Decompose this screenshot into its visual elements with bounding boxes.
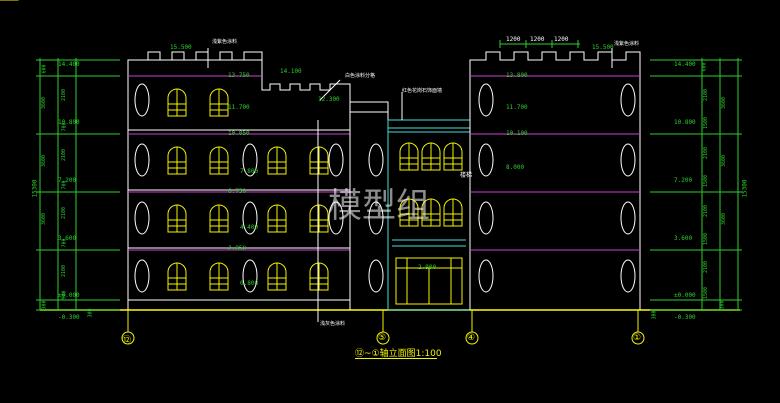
dimension-lines-left bbox=[36, 58, 120, 311]
elev-right-inner-1: 15.500 bbox=[592, 44, 614, 51]
note-leaders bbox=[207, 48, 613, 322]
floor-lines-right bbox=[470, 75, 640, 251]
elev-inner-11: 0.800 bbox=[240, 280, 259, 287]
elev-right-4: 3.600 bbox=[674, 235, 693, 242]
dim-right-inner-7: 1500 bbox=[703, 232, 710, 246]
dim-left-inner-8: 900 bbox=[61, 290, 68, 300]
dim-top-1: 1200 bbox=[506, 36, 521, 43]
elev-inner-9: 4.400 bbox=[240, 224, 259, 231]
dim-left-outer-1: 600 bbox=[41, 64, 48, 74]
left-block bbox=[127, 51, 351, 310]
elev-left-1: 14.400 bbox=[58, 61, 80, 68]
elev-inner-2: 13.750 bbox=[228, 72, 250, 79]
watermark: 模型组 bbox=[328, 186, 430, 226]
elev-right-1: 14.400 bbox=[674, 61, 696, 68]
elev-inner-4: 11.700 bbox=[228, 104, 250, 111]
note-mid-center: 红色花岗石饰面墙 bbox=[402, 88, 443, 94]
note-bottom: 浅灰色涂料 bbox=[320, 321, 346, 327]
entrance-door bbox=[395, 257, 463, 305]
dim-left-inner-9: 300 bbox=[87, 308, 94, 318]
elev-left-6: -0.300 bbox=[58, 314, 80, 321]
dimension-lines-right bbox=[650, 58, 742, 311]
note-top-left: 浅紫色涂料 bbox=[212, 39, 238, 45]
axis-4: ④ bbox=[467, 333, 476, 343]
dim-left-inner-3: 2100 bbox=[61, 148, 68, 162]
dimension-lines-top bbox=[499, 40, 580, 48]
dim-right-inner-1: 600 bbox=[701, 62, 708, 72]
dim-right-outer-2: 3600 bbox=[721, 154, 728, 168]
dim-left-inner-2: 700 bbox=[61, 122, 68, 132]
axis-markers bbox=[121, 310, 645, 345]
dim-left-inner-6: 700 bbox=[61, 238, 68, 248]
title-underline bbox=[355, 358, 437, 359]
elev-left-3: 7.200 bbox=[58, 177, 77, 184]
axis-12: ⑫ bbox=[122, 336, 132, 346]
axis-5: ⑤ bbox=[378, 333, 387, 343]
dim-right-inner-2: 2100 bbox=[703, 88, 710, 102]
dim-right-inner-10: 300 bbox=[651, 310, 658, 320]
ellipse-ornaments bbox=[134, 83, 636, 293]
dim-left-inner-1: 2100 bbox=[61, 88, 68, 102]
dim-right-inner-6: 2100 bbox=[703, 204, 710, 218]
elev-left-5: ±0.000 bbox=[58, 292, 80, 299]
dim-right-inner-9: 1500 bbox=[703, 286, 710, 300]
elev-inner-6: 10.050 bbox=[228, 130, 250, 137]
elev-inner-5: 12.300 bbox=[318, 96, 340, 103]
dim-top-2: 1200 bbox=[530, 36, 545, 43]
elev-inner-1: 15.500 bbox=[170, 44, 192, 51]
dim-right-inner-8: 2100 bbox=[703, 260, 710, 274]
dim-left-outer-3: 3600 bbox=[41, 154, 48, 168]
elev-right-2: 10.800 bbox=[674, 119, 696, 126]
dim-left-inner-5: 2100 bbox=[61, 206, 68, 220]
note-mid-left: 白色涂料分格 bbox=[345, 73, 376, 79]
dim-left-inner-4: 700 bbox=[61, 180, 68, 190]
dim-left-outer-5: 300 bbox=[41, 300, 48, 310]
elev-inner-8: 6.750 bbox=[228, 188, 247, 195]
floor-lines-left bbox=[128, 75, 350, 251]
dim-right-outer-4: 300 bbox=[719, 300, 726, 310]
drawing-title: ⑫~①轴立面图1:100 bbox=[355, 349, 442, 359]
elev-right-3: 7.200 bbox=[674, 177, 693, 184]
dim-top-3: 1200 bbox=[554, 36, 569, 43]
dim-right-outer-1: 3600 bbox=[721, 96, 728, 110]
elev-right-inner-2: 13.800 bbox=[506, 72, 528, 79]
elev-left-2: 10.800 bbox=[58, 119, 80, 126]
dim-left-inner-7: 2100 bbox=[61, 264, 68, 278]
dim-total-right: 15300 bbox=[741, 179, 749, 198]
dim-left-outer-4: 3600 bbox=[41, 212, 48, 226]
dim-total-left: 15300 bbox=[31, 179, 39, 198]
stair-label: 楼梯 bbox=[460, 172, 473, 179]
elev-inner-10: 2.850 bbox=[228, 245, 247, 252]
elev-right-inner-3: 11.700 bbox=[506, 104, 528, 111]
elev-right-6: -0.300 bbox=[674, 314, 696, 321]
elev-inner-12: 2.900 bbox=[418, 264, 437, 271]
elev-right-inner-4: 10.100 bbox=[506, 130, 528, 137]
elev-inner-7: 7.800 bbox=[240, 168, 259, 175]
note-top-right: 浅紫色涂料 bbox=[614, 41, 640, 47]
elev-left-4: 3.600 bbox=[58, 235, 77, 242]
dim-left-outer-2: 3600 bbox=[41, 96, 48, 110]
dim-right-inner-4: 2100 bbox=[703, 146, 710, 160]
elev-inner-3: 14.100 bbox=[280, 68, 302, 75]
elev-right-inner-5: 8.000 bbox=[506, 164, 525, 171]
axis-1: ① bbox=[633, 333, 642, 343]
elev-right-5: ±0.000 bbox=[674, 292, 696, 299]
dim-right-outer-3: 3600 bbox=[721, 212, 728, 226]
dim-right-inner-5: 1500 bbox=[703, 174, 710, 188]
dim-right-inner-3: 1500 bbox=[703, 116, 710, 130]
